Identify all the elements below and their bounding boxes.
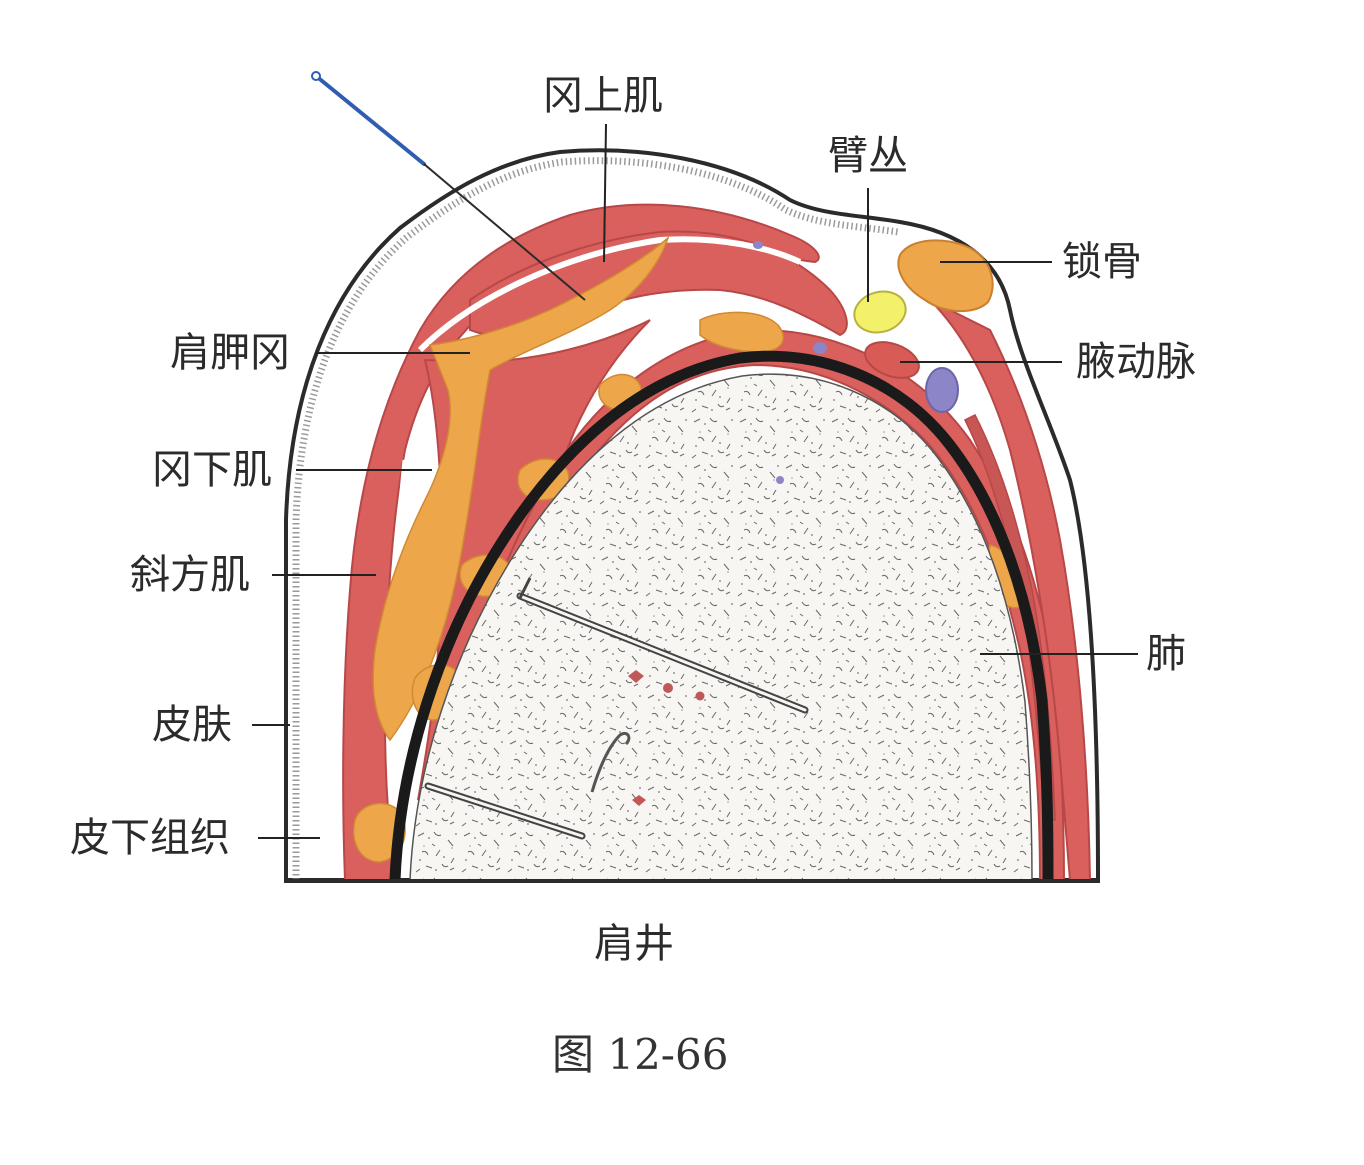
label-skin: 皮肤 xyxy=(152,702,232,748)
lung-vessel xyxy=(663,683,673,693)
rib-line-short xyxy=(518,577,532,599)
rib-line-inner xyxy=(426,784,584,838)
right-muscle-strand xyxy=(929,299,1092,881)
lung xyxy=(409,373,1033,881)
rib-fragment xyxy=(699,311,784,353)
leader-supraspinatus xyxy=(603,123,607,263)
label-supraspinatus: 冈上肌 xyxy=(543,73,663,119)
small-vein xyxy=(753,241,763,249)
label-trapezius: 斜方肌 xyxy=(130,552,250,598)
label-lung: 肺 xyxy=(1146,631,1186,677)
small-vein xyxy=(813,342,827,354)
label-clavicle: 锁骨 xyxy=(1062,239,1142,285)
scapular-spine-bone xyxy=(372,235,670,742)
lung-vessel xyxy=(776,476,784,484)
label-acupoint: 肩井 xyxy=(594,921,674,967)
needle-tip-ring xyxy=(311,71,321,81)
vessel-curl xyxy=(590,731,631,793)
axillary-artery xyxy=(864,341,920,379)
trapezius-muscle xyxy=(342,203,820,881)
clavicle-bone xyxy=(897,239,994,313)
needle-handle xyxy=(314,74,426,166)
deep-muscle-layer xyxy=(453,328,1066,881)
label-axillary-artery: 腋动脉 xyxy=(1076,339,1196,385)
pleura-outline xyxy=(389,350,1054,881)
figure-caption: 图 12-66 xyxy=(552,1030,729,1079)
needle-shaft xyxy=(423,163,586,301)
lung-vessel xyxy=(695,691,705,701)
rib-line-inner xyxy=(518,594,807,712)
lung-vessel xyxy=(628,670,644,683)
label-subcutaneous: 皮下组织 xyxy=(70,815,230,861)
label-brachial-plexus: 臂丛 xyxy=(828,133,908,179)
axillary-vein xyxy=(925,367,959,413)
lung-vessel xyxy=(632,795,646,806)
label-infraspinatus: 冈下肌 xyxy=(152,447,272,493)
label-scapular-spine: 肩胛冈 xyxy=(170,330,290,376)
